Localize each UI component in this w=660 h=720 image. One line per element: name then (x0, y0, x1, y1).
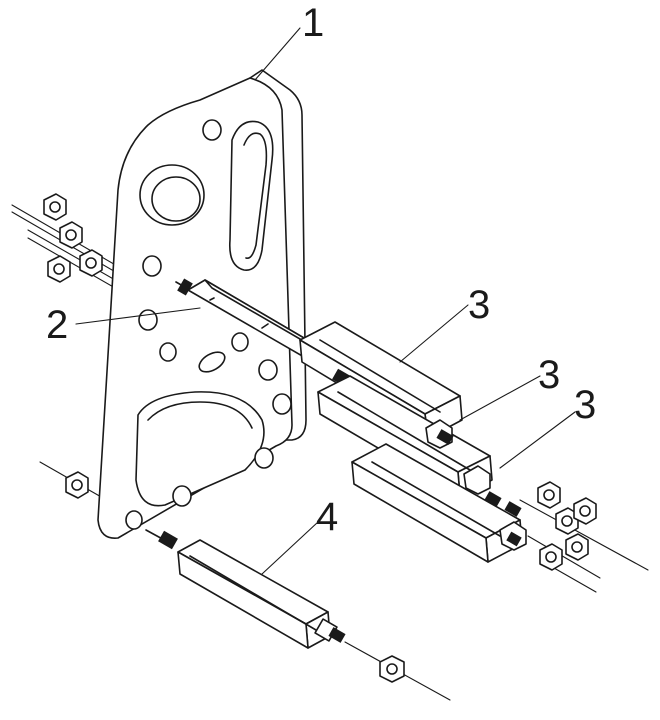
plate-holes (125, 119, 292, 530)
callout-3-bottom: 3 (574, 383, 596, 427)
hex-nut (59, 221, 83, 249)
mounting-plate (97, 69, 307, 539)
hex-nut (43, 193, 67, 221)
hex-nut (573, 497, 597, 525)
hex-nut (555, 507, 579, 535)
hex-nut (537, 481, 561, 509)
callout-3-top: 3 (468, 283, 490, 327)
leader-lines (75, 27, 576, 575)
right-nuts (537, 481, 597, 571)
hex-nut (379, 655, 405, 683)
hex-nut (565, 533, 589, 561)
left-nuts (43, 193, 103, 499)
standoff-lower (145, 529, 451, 701)
callout-4: 4 (316, 495, 338, 539)
callout-1: 1 (302, 1, 324, 45)
rail-block-bottom (351, 443, 527, 563)
hex-nut (65, 471, 89, 499)
callouts: 1 2 3 3 3 4 (46, 1, 596, 539)
hex-nut (79, 249, 103, 277)
callout-3-middle: 3 (538, 353, 560, 397)
hex-nut (539, 543, 563, 571)
callout-2: 2 (46, 303, 68, 347)
hex-nut (47, 255, 71, 283)
